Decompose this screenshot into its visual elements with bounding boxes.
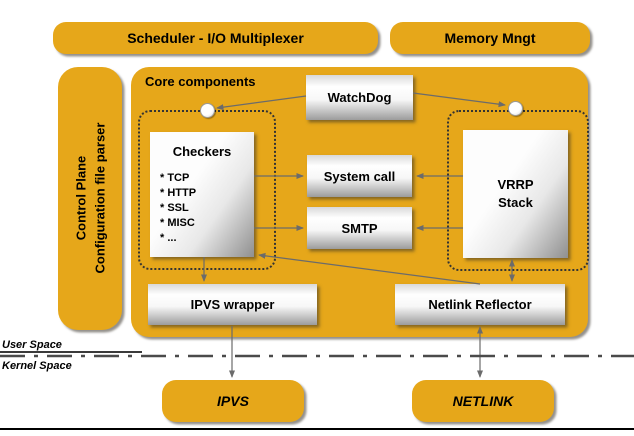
ipvs-box: IPVS	[162, 380, 304, 422]
netlink-reflector-label: Netlink Reflector	[428, 297, 532, 312]
watchdog-label: WatchDog	[327, 90, 392, 105]
core-components-label: Core components	[145, 74, 256, 89]
checkers-item-tcp: * TCP	[160, 172, 190, 184]
user-space-underline	[0, 351, 142, 353]
system-call-box: System call	[307, 155, 412, 197]
checkers-box: Checkers * TCP * HTTP * SSL * MISC * ...	[150, 132, 254, 257]
netlink-reflector-box: Netlink Reflector	[395, 284, 565, 325]
vrrp-line1: VRRP	[497, 177, 534, 193]
checkers-item-ssl: * SSL	[160, 202, 189, 214]
control-plane-line1: Control Plane	[73, 155, 88, 241]
netlink-box: NETLINK	[412, 380, 554, 422]
bottom-border-line	[0, 428, 634, 430]
ipvs-wrapper-label: IPVS wrapper	[190, 297, 275, 312]
scheduler-box: Scheduler - I/O Multiplexer	[53, 22, 378, 54]
ipvs-wrapper-box: IPVS wrapper	[148, 284, 317, 325]
smtp-box: SMTP	[307, 207, 412, 249]
checkers-item-misc: * MISC	[160, 217, 195, 229]
checkers-item-more: * ...	[160, 232, 177, 244]
memory-mngt-label: Memory Mngt	[444, 30, 536, 46]
watchdog-probe-left-circle-icon	[200, 103, 215, 118]
vrrp-stack-label: VRRP Stack	[463, 130, 568, 258]
control-plane-box: Control Plane Configuration file parser	[58, 67, 122, 330]
vrrp-stack-box: VRRP Stack	[463, 130, 568, 258]
checkers-item-http: * HTTP	[160, 187, 197, 199]
checkers-title: Checkers	[172, 144, 232, 159]
system-call-label: System call	[323, 168, 396, 184]
checkers-list: * TCP * HTTP * SSL * MISC * ...	[150, 171, 254, 246]
watchdog-box: WatchDog	[306, 75, 413, 120]
scheduler-label: Scheduler - I/O Multiplexer	[127, 30, 304, 46]
control-plane-line2: Configuration file parser	[92, 122, 108, 274]
watchdog-probe-right-circle-icon	[508, 101, 523, 116]
control-plane-rotated-text: Control Plane Configuration file parser	[59, 67, 123, 330]
netlink-label: NETLINK	[452, 393, 514, 409]
smtp-label: SMTP	[341, 220, 378, 236]
ipvs-label: IPVS	[217, 393, 249, 409]
user-space-label: User Space	[2, 339, 62, 351]
kernel-space-label: Kernel Space	[2, 360, 72, 372]
vrrp-line2: Stack	[498, 195, 533, 210]
memory-mngt-box: Memory Mngt	[390, 22, 590, 54]
